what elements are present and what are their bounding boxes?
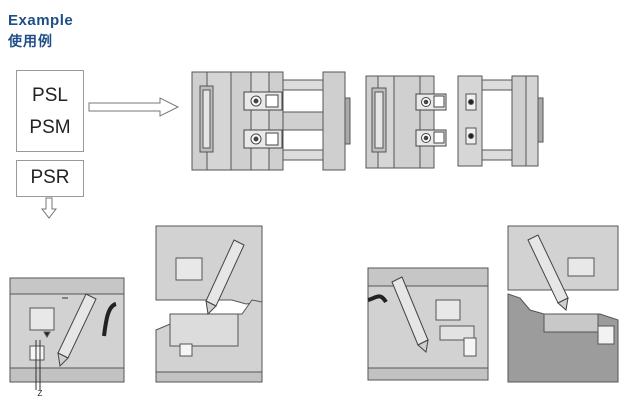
lock-unit-icon	[415, 93, 447, 147]
mold-assembly-open	[457, 75, 544, 167]
example-title: Example	[8, 12, 74, 29]
lock-unit-icon	[243, 91, 283, 149]
mold-assembly-closed	[191, 71, 351, 171]
cable-line	[102, 302, 117, 337]
angled-pin-icon	[527, 234, 569, 311]
angled-pin-icon	[391, 276, 429, 353]
model-label-psr: PSR	[30, 167, 70, 188]
mold-section-4	[507, 225, 619, 383]
dimension-label-z: Z	[38, 389, 43, 398]
mold-assembly-opening	[365, 75, 435, 169]
right-arrow-icon	[88, 97, 180, 117]
down-arrow-icon	[40, 197, 58, 219]
model-label-psm: PSM	[29, 117, 71, 138]
model-label-psl: PSL	[32, 85, 68, 106]
cable-line	[367, 294, 388, 304]
model-box-psl-psm: PSL PSM	[16, 70, 84, 152]
angled-pin-icon	[205, 239, 245, 316]
angled-pin-icon	[57, 293, 97, 368]
model-box-psr: PSR	[16, 160, 84, 197]
mold-section-3	[367, 267, 489, 381]
example-subtitle: 使用例	[8, 33, 53, 49]
